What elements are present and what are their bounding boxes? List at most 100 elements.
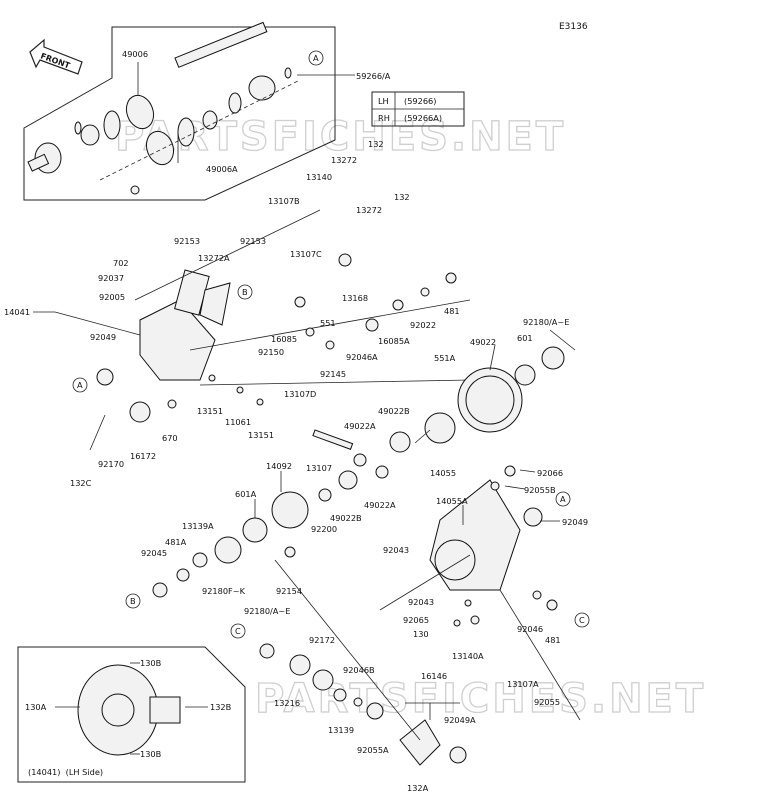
label-670: 670 — [162, 433, 178, 443]
label-92045: 92045 — [141, 548, 167, 558]
part-labels: 49006 59266/A 49006A 132 13272 13140 131… — [4, 49, 588, 793]
callout-c-right: C — [579, 615, 585, 625]
label-11061: 11061 — [225, 417, 251, 427]
label-130: 130 — [413, 629, 429, 639]
label-49006a: 49006A — [206, 164, 238, 174]
label-132-a: 132 — [368, 139, 384, 149]
label-92022: 92022 — [410, 320, 436, 330]
label-13272-b: 13272 — [356, 205, 382, 215]
label-13140: 13140 — [306, 172, 332, 182]
side-table: LH (59266) RH (59266A) — [371, 91, 465, 127]
label-13107d: 13107D — [284, 389, 316, 399]
callout-a-right: A — [560, 494, 566, 504]
table-part-rh: (59266A) — [404, 113, 442, 123]
label-13139a: 13139A — [182, 521, 214, 531]
label-92065: 92065 — [403, 615, 429, 625]
label-481-a: 481 — [444, 306, 460, 316]
label-16085a: 16085A — [378, 336, 410, 346]
label-59266-a: 59266/A — [356, 71, 391, 81]
table-side-lh: LH — [378, 96, 389, 106]
inset-lh-side: 130B 130A 132B 130B (14041) (LH Side) — [17, 646, 246, 783]
label-13107b: 13107B — [268, 196, 300, 206]
table-part-lh: (59266) — [404, 96, 436, 106]
label-13151-b: 13151 — [248, 430, 274, 440]
label-92049-b: 92049 — [562, 517, 588, 527]
label-16172: 16172 — [130, 451, 156, 461]
label-92170: 92170 — [98, 459, 124, 469]
label-92180-a-e-bottom: 92180/A~E — [244, 606, 290, 616]
label-49022b-a: 49022B — [378, 406, 410, 416]
label-49022a-a: 49022A — [344, 421, 376, 431]
callout-a-top: A — [313, 53, 319, 63]
callout-a-left: A — [77, 380, 83, 390]
label-13272-a: 13272 — [331, 155, 357, 165]
label-132-b: 132 — [394, 192, 410, 202]
label-14055a: 14055A — [436, 496, 468, 506]
callouts: A B A B A C C — [72, 50, 590, 639]
label-92005: 92005 — [99, 292, 125, 302]
label-92049a: 92049A — [444, 715, 476, 725]
label-49022b-b: 49022B — [330, 513, 362, 523]
label-13151-a: 13151 — [197, 406, 223, 416]
leader-lines — [33, 62, 576, 720]
label-92153-b: 92153 — [240, 236, 266, 246]
inset-label-130b-top: 130B — [140, 658, 162, 668]
label-92049-a: 92049 — [90, 332, 116, 342]
drive-shaft-assembly — [27, 21, 301, 195]
label-132c: 132C — [70, 478, 92, 488]
label-551a: 551A — [434, 353, 456, 363]
label-92043-a: 92043 — [383, 545, 409, 555]
label-92046: 92046 — [517, 624, 543, 634]
label-14041: 14041 — [4, 307, 30, 317]
label-92043-b: 92043 — [408, 597, 434, 607]
label-92180-a-e-top: 92180/A~E — [523, 317, 569, 327]
gear-case-drawing — [89, 209, 581, 766]
label-132a: 132A — [407, 783, 429, 793]
inset-caption: (14041) (LH Side) — [28, 767, 103, 777]
label-92046b: 92046B — [343, 665, 375, 675]
label-92046a: 92046A — [346, 352, 378, 362]
inset-label-130a: 130A — [25, 702, 47, 712]
label-13216: 13216 — [274, 698, 300, 708]
label-92145: 92145 — [320, 369, 346, 379]
label-702: 702 — [113, 258, 129, 268]
label-13139: 13139 — [328, 725, 354, 735]
label-16085: 16085 — [271, 334, 297, 344]
label-16146: 16146 — [421, 671, 447, 681]
label-49022: 49022 — [470, 337, 496, 347]
label-481a: 481A — [165, 537, 187, 547]
label-92154: 92154 — [276, 586, 302, 596]
drive-shaft-box — [23, 26, 336, 201]
label-92055: 92055 — [534, 697, 560, 707]
front-arrow-icon: FRONT — [29, 38, 83, 75]
label-92055b: 92055B — [524, 485, 556, 495]
label-92200: 92200 — [311, 524, 337, 534]
label-92172: 92172 — [309, 635, 335, 645]
label-14055: 14055 — [430, 468, 456, 478]
callout-c-left: C — [235, 626, 241, 636]
table-side-rh: RH — [378, 113, 390, 123]
label-13107a: 13107A — [507, 679, 539, 689]
label-13272a: 13272A — [198, 253, 230, 263]
diagram-code: E3136 — [559, 22, 588, 32]
label-14092: 14092 — [266, 461, 292, 471]
label-92150: 92150 — [258, 347, 284, 357]
callout-b-mid: B — [242, 287, 248, 297]
label-481-b: 481 — [545, 635, 561, 645]
inset-label-132b: 132B — [210, 702, 232, 712]
label-13107c: 13107C — [290, 249, 322, 259]
label-13168: 13168 — [342, 293, 368, 303]
label-92180f-k: 92180F~K — [202, 586, 246, 596]
label-601a: 601A — [235, 489, 257, 499]
label-92055a: 92055A — [357, 745, 389, 755]
label-551: 551 — [320, 318, 336, 328]
label-92037: 92037 — [98, 273, 124, 283]
label-13140a: 13140A — [452, 651, 484, 661]
label-13107: 13107 — [306, 463, 332, 473]
label-49022a-b: 49022A — [364, 500, 396, 510]
label-601: 601 — [517, 333, 533, 343]
inset-label-130b-bottom: 130B — [140, 749, 162, 759]
label-49006: 49006 — [122, 49, 148, 59]
label-92153-a: 92153 — [174, 236, 200, 246]
